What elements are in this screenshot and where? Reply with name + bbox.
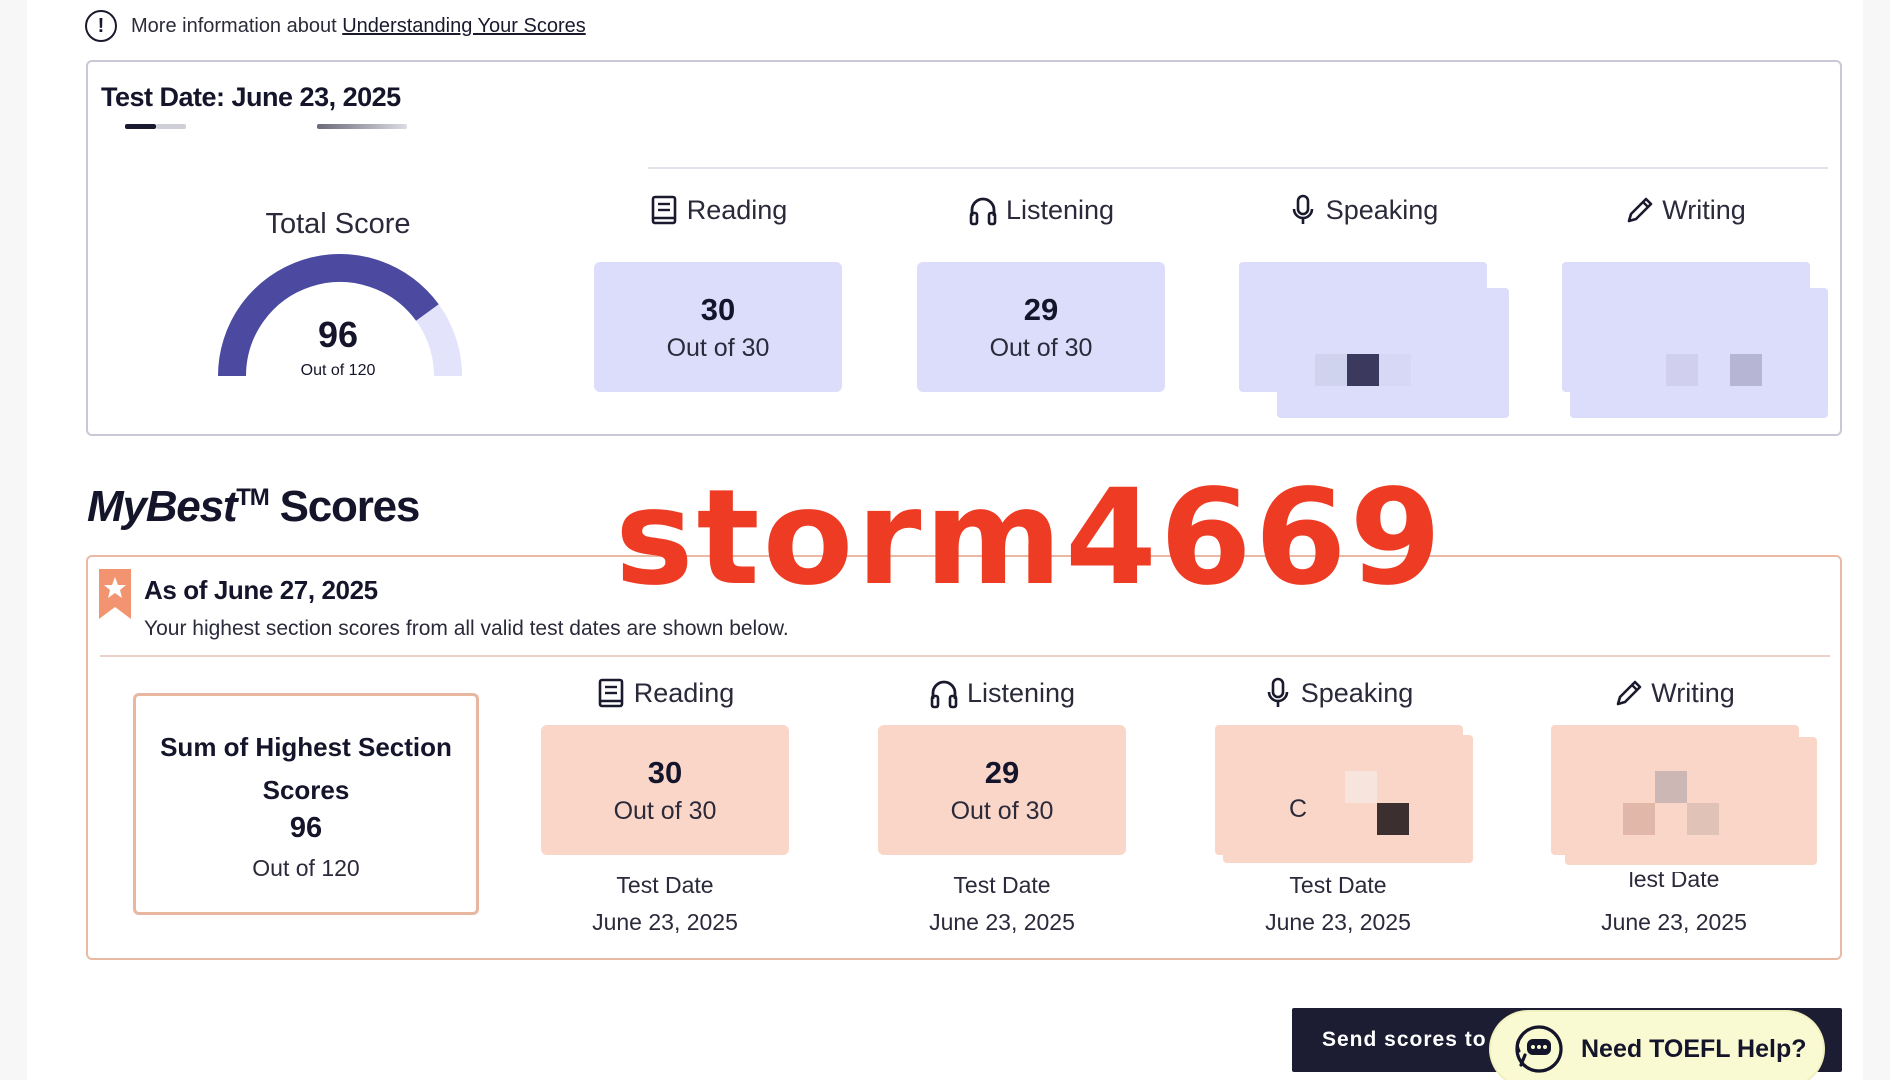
tab-indicator[interactable] xyxy=(125,124,156,129)
divider xyxy=(648,167,1828,169)
best-writing-date-label: lest Date xyxy=(1628,872,1720,892)
best-speaking-partial: C xyxy=(1289,795,1308,823)
listening-label: Listening xyxy=(1005,194,1115,225)
pencil-icon xyxy=(1627,197,1653,223)
book-icon xyxy=(651,195,677,225)
microphone-icon xyxy=(1267,677,1289,707)
best-listening-date-label: Test Date xyxy=(953,872,1051,898)
writing-score-box xyxy=(1562,262,1832,418)
best-listening-date: June 23, 2025 xyxy=(929,909,1075,935)
mybest-title: MyBestTM Scores xyxy=(87,482,420,531)
watermark-text: storm4669 xyxy=(615,461,1445,615)
best-speaking-date-label: Test Date xyxy=(1289,872,1387,898)
gauge-fill xyxy=(218,254,439,377)
best-listening-out-of: Out of 30 xyxy=(950,796,1054,825)
speaking-score-box xyxy=(1239,262,1509,418)
mybest-card: As of June 27, 2025 Your highest section… xyxy=(86,555,1842,960)
best-speaking-date: June 23, 2025 xyxy=(1265,909,1411,935)
best-writing-score-box xyxy=(1551,725,1817,865)
sum-out-of: Out of 120 xyxy=(252,855,360,881)
headphones-icon xyxy=(930,680,958,709)
best-listening-header: Listening xyxy=(872,673,1132,713)
chat-support-icon xyxy=(1515,1025,1563,1073)
writing-label: Writing xyxy=(1662,194,1746,225)
writing-header: Writing xyxy=(1560,190,1810,230)
divider xyxy=(100,655,1830,657)
reading-score-box: 30 Out of 30 xyxy=(594,262,842,392)
best-reading-score: 30 xyxy=(647,754,683,790)
best-speaking-label: Speaking xyxy=(1300,677,1414,708)
asof-date: As of June 27, 2025 xyxy=(144,575,378,605)
reading-score: 30 xyxy=(700,291,736,327)
total-score-out-of: Out of 120 xyxy=(300,362,376,379)
best-reading-header: Reading xyxy=(535,673,795,713)
best-listening-score-box: 29 Out of 30 xyxy=(878,725,1126,855)
reading-out-of: Out of 30 xyxy=(666,333,770,362)
listening-out-of: Out of 30 xyxy=(989,333,1093,362)
book-icon xyxy=(598,678,624,708)
best-writing-label: Writing xyxy=(1651,677,1735,708)
best-reading-score-box: 30 Out of 30 xyxy=(541,725,789,855)
test-date-title: Test Date: June 23, 2025 xyxy=(101,82,401,112)
total-score-value: 96 xyxy=(317,314,359,355)
sum-of-highest-box: Sum of Highest Section Scores 96 Out of … xyxy=(133,693,479,915)
best-listening-label: Listening xyxy=(966,677,1076,708)
best-reading-label: Reading xyxy=(633,677,735,708)
best-writing-header: Writing xyxy=(1544,673,1804,713)
sum-label: Sum of Highest Section Scores xyxy=(160,732,452,805)
info-icon: ! xyxy=(85,10,117,42)
microphone-icon xyxy=(1292,194,1314,224)
best-reading-out-of: Out of 30 xyxy=(613,796,717,825)
test-date-card: Test Date: June 23, 2025 Total Score 96 … xyxy=(86,60,1842,436)
best-speaking-header: Speaking xyxy=(1208,673,1468,713)
reading-label: Reading xyxy=(686,194,788,225)
mybest-description: Your highest section scores from all val… xyxy=(144,617,789,640)
best-reading-date: June 23, 2025 xyxy=(592,909,738,935)
toefl-help-button[interactable]: Need TOEFL Help? xyxy=(1491,1012,1823,1080)
reading-header: Reading xyxy=(593,190,843,230)
listening-score-box: 29 Out of 30 xyxy=(917,262,1165,392)
listening-score: 29 xyxy=(1023,291,1059,327)
best-listening-score: 29 xyxy=(984,754,1020,790)
ribbon-star-icon xyxy=(99,569,131,619)
understanding-scores-link[interactable]: Understanding Your Scores xyxy=(342,14,586,37)
total-score-gauge xyxy=(218,254,462,377)
tab-indicator-track xyxy=(156,124,186,129)
info-prefix: More information about Understanding You… xyxy=(131,14,586,37)
speaking-header: Speaking xyxy=(1238,190,1488,230)
info-row: ! More information about Understanding Y… xyxy=(85,10,586,42)
best-reading-date-label: Test Date xyxy=(616,872,714,898)
speaking-label: Speaking xyxy=(1325,194,1439,225)
best-writing-date: June 23, 2025 xyxy=(1601,909,1747,935)
best-speaking-score-box: C xyxy=(1215,725,1475,865)
headphones-icon xyxy=(969,197,997,226)
total-score-label: Total Score xyxy=(265,208,411,240)
tab-indicator-secondary[interactable] xyxy=(317,124,407,129)
pencil-icon xyxy=(1616,680,1642,706)
page: ! More information about Understanding Y… xyxy=(27,0,1863,1080)
help-label: Need TOEFL Help? xyxy=(1581,1034,1807,1063)
listening-header: Listening xyxy=(916,190,1166,230)
sum-value: 96 xyxy=(289,812,323,844)
